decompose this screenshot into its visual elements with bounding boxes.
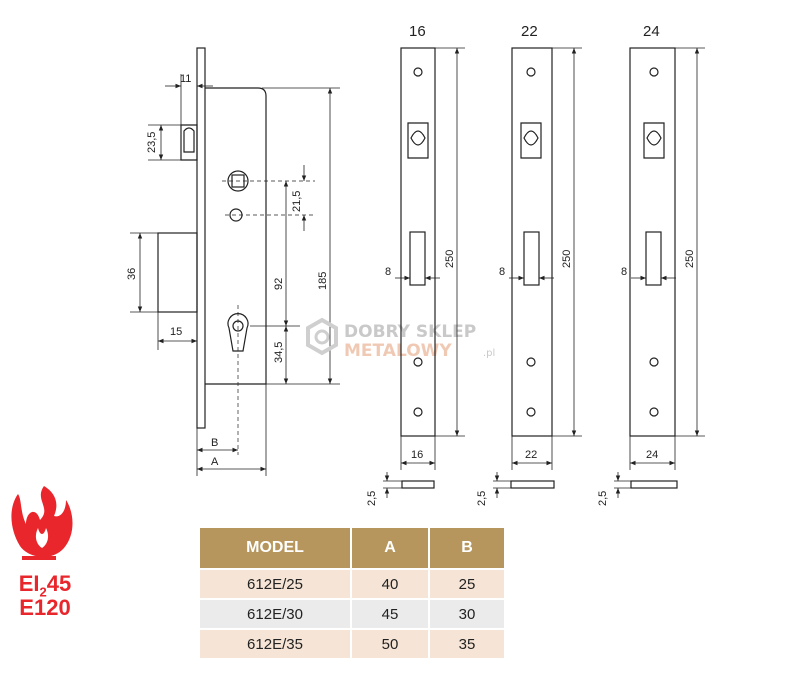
plate-length-label: 250 — [684, 250, 696, 268]
plate-width-label: 22 — [525, 449, 537, 461]
watermark-suffix: .pl — [483, 348, 495, 359]
watermark-logo-icon — [306, 317, 338, 356]
faceplate-variant-22: 22 8 250 22 — [476, 23, 582, 506]
fire-rating-minutes: 45 — [46, 571, 72, 596]
variant-header: 24 — [643, 23, 660, 40]
dim-15: 15 — [170, 326, 182, 338]
variant-header: 16 — [409, 23, 426, 40]
table-row: 612E/35 50 35 — [200, 630, 504, 658]
fire-rating-line1: EI245 — [10, 572, 80, 604]
plate-thickness-label: 2,5 — [366, 491, 378, 506]
column-header-b: B — [430, 528, 504, 568]
cell-a: 40 — [352, 570, 430, 598]
variant-header: 22 — [521, 23, 538, 40]
dim-11: 11 — [180, 73, 191, 85]
cell-model: 612E/35 — [200, 630, 352, 658]
latch-bolt — [180, 124, 198, 161]
plate-width-label: 16 — [411, 449, 423, 461]
plate-length-label: 250 — [444, 250, 456, 268]
cell-model: 612E/30 — [200, 600, 352, 628]
cylinder-hole — [227, 313, 249, 352]
column-header-model: MODEL — [200, 528, 352, 568]
dim-B: B — [211, 437, 218, 449]
plate-width-label: 24 — [646, 449, 658, 461]
plate-thickness-label: 2,5 — [597, 491, 609, 506]
cell-model: 612E/25 — [200, 570, 352, 598]
dim-23-5: 23,5 — [146, 132, 158, 153]
fire-icon — [11, 486, 73, 560]
dim-92: 92 — [273, 278, 285, 290]
plate-thickness-label: 2,5 — [476, 491, 488, 506]
fire-rating-sub: 2 — [39, 584, 47, 600]
dim-185: 185 — [317, 272, 329, 290]
fire-rating-line2: E120 — [19, 595, 71, 620]
faceplate — [196, 47, 206, 429]
lock-body — [157, 47, 267, 429]
table-row: 612E/30 45 30 — [200, 600, 504, 628]
lock-case — [205, 87, 267, 385]
fire-rating-ei: EI — [18, 571, 40, 596]
slot-width-label: 8 — [499, 266, 505, 278]
dim-34-5: 34,5 — [273, 342, 285, 363]
watermark: DOBRY SKLEP METALOWY .pl — [306, 317, 495, 361]
cell-b: 25 — [430, 570, 504, 598]
column-header-a: A — [352, 528, 430, 568]
dead-bolt — [157, 232, 198, 313]
cell-a: 50 — [352, 630, 430, 658]
model-spec-table: MODEL A B 612E/25 40 25 612E/30 45 30 61… — [200, 526, 504, 660]
slot-width-label: 8 — [385, 266, 391, 278]
watermark-line1: DOBRY SKLEP — [344, 322, 476, 342]
dim-36: 36 — [126, 268, 138, 280]
faceplate-variant-16: 16 8 250 16 — [366, 23, 465, 506]
table-header-row: MODEL A B — [200, 528, 504, 568]
dim-A: A — [211, 456, 219, 468]
watermark-line2: METALOWY — [344, 341, 452, 361]
follower-hole — [227, 170, 249, 192]
slot-width-label: 8 — [621, 266, 627, 278]
cell-b: 30 — [430, 600, 504, 628]
cell-b: 35 — [430, 630, 504, 658]
dim-21-5: 21,5 — [291, 191, 303, 212]
table-row: 612E/25 40 25 — [200, 570, 504, 598]
plate-length-label: 250 — [561, 250, 573, 268]
cell-a: 45 — [352, 600, 430, 628]
faceplate-variant-24: 24 8 250 24 — [597, 23, 705, 506]
